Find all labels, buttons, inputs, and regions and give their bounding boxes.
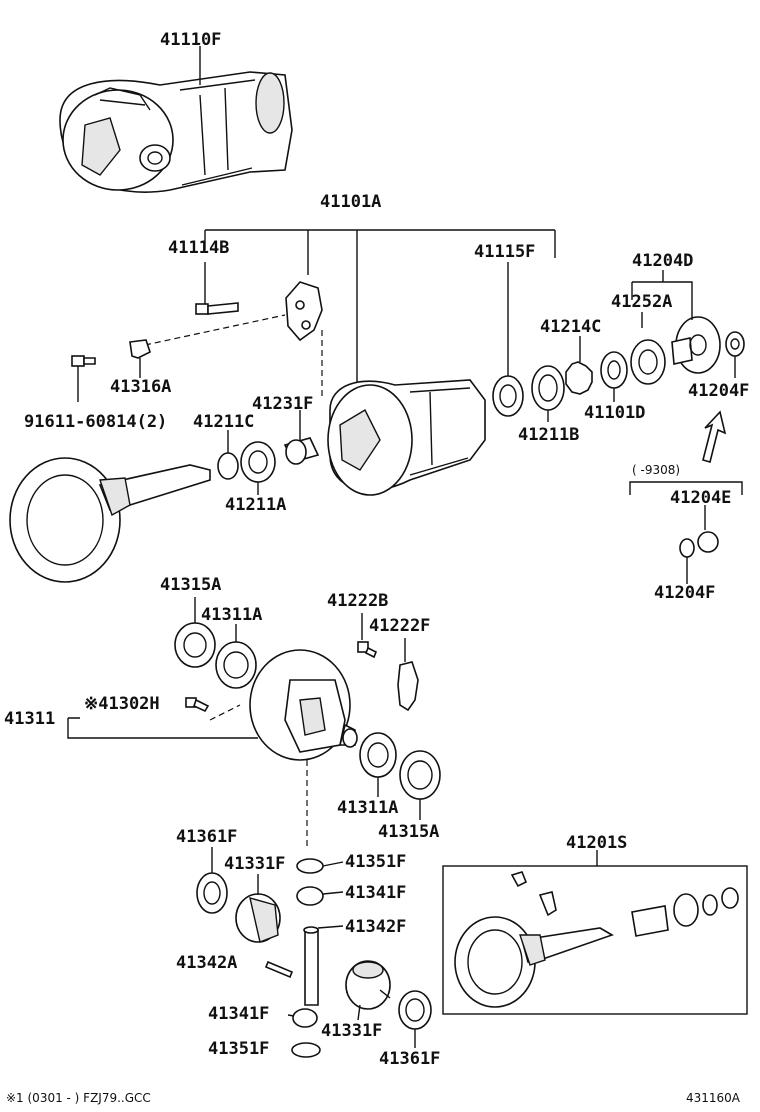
label-41351F-top: 41351F <box>345 852 406 872</box>
figure-code: 431160A <box>686 1091 741 1105</box>
label-41211B: 41211B <box>518 425 579 445</box>
label-41315A-bottom: 41315A <box>378 822 439 842</box>
nut-41204E-drawing <box>679 531 719 558</box>
label-41361F-bottom: 41361F <box>379 1049 440 1069</box>
label-41311: 41311 <box>4 709 55 729</box>
label-41331F-left: 41331F <box>224 854 285 874</box>
kit-box-41201S <box>442 865 748 1015</box>
washer-41351F-bottom-drawing <box>291 1042 321 1058</box>
label-41214C: 41214C <box>540 317 601 337</box>
label-41341F-top: 41341F <box>345 883 406 903</box>
label-41211A: 41211A <box>225 495 286 515</box>
label-41342A: 41342A <box>176 953 237 973</box>
label-41204F-bottom: 41204F <box>654 583 715 603</box>
label-41110F: 41110F <box>160 30 221 50</box>
label-41114B: 41114B <box>168 238 229 258</box>
bolt-41114B-drawing <box>195 262 239 315</box>
lock-washer-41214C-drawing <box>565 361 593 395</box>
dash-41302H <box>209 704 241 721</box>
dash-lockplate <box>144 314 286 346</box>
leader-41351F-top <box>322 861 344 867</box>
bracket-optional <box>629 481 743 495</box>
label-41115F: 41115F <box>474 242 535 262</box>
lock-plate-drawing <box>285 281 323 342</box>
washer-41211C-drawing <box>217 452 239 480</box>
label-41311A-bottom: 41311A <box>337 798 398 818</box>
label-41361F-left: 41361F <box>176 827 237 847</box>
bearing-41311A-drawing <box>215 641 257 689</box>
tab-41316A-drawing <box>129 339 151 359</box>
pinion-41341F-bottom-drawing <box>292 1008 318 1028</box>
label-41201S: 41201S <box>566 833 627 853</box>
pin-41342A-drawing <box>264 960 294 979</box>
shaft-41342F-drawing <box>303 926 319 1006</box>
washer-41351F-top-drawing <box>296 858 324 874</box>
bearing-41315A-drawing <box>174 622 216 668</box>
label-41331F-bottom: 41331F <box>321 1021 382 1041</box>
footer-note: ※1 (0301 - ) FZJ79..GCC <box>6 1091 151 1105</box>
nut-41204F-drawing <box>725 331 745 357</box>
bolt-41302H-drawing <box>185 697 210 713</box>
bolt-41222B-drawing <box>357 613 378 659</box>
bearing-41211B-drawing <box>531 365 565 411</box>
diff-case-drawing <box>249 649 358 761</box>
label-41302H: ※41302H <box>84 694 160 714</box>
label-date-range-9308: ( -9308) <box>632 463 680 477</box>
bolt-91611-drawing <box>71 355 96 402</box>
label-41222B: 41222B <box>327 591 388 611</box>
label-41252A: 41252A <box>611 292 672 312</box>
label-41204D: 41204D <box>632 251 693 271</box>
label-41351F-bottom: 41351F <box>208 1039 269 1059</box>
thrust-washer-41361F-drawing <box>196 872 228 914</box>
bearing-41252A-drawing <box>630 339 666 385</box>
carrier-assembly-drawing <box>59 71 293 193</box>
thrust-washer-41361F-bottom-drawing <box>398 990 432 1030</box>
side-gear-41331F-drawing <box>235 893 281 943</box>
bearing-41211A-drawing <box>240 441 276 483</box>
side-gear-41331F-bottom-drawing <box>345 960 391 1010</box>
leader-41342F <box>317 925 344 929</box>
label-41316A: 41316A <box>110 377 171 397</box>
label-41341F-bottom: 41341F <box>208 1004 269 1024</box>
differential-carrier-drawing <box>327 379 486 496</box>
label-41231F: 41231F <box>252 394 313 414</box>
arrow-up-icon <box>702 410 727 463</box>
label-41204E: 41204E <box>670 488 731 508</box>
label-41222F: 41222F <box>369 616 430 636</box>
bracket-41204D <box>631 270 693 320</box>
bracket-41311 <box>67 717 258 739</box>
flange-41204D-drawing <box>671 316 721 374</box>
lock-41222F-drawing <box>397 661 419 712</box>
leader-41341F-top <box>322 891 344 895</box>
label-41204F-top: 41204F <box>688 381 749 401</box>
label-41101A: 41101A <box>320 192 381 212</box>
oil-seal-41115F-drawing <box>492 375 524 417</box>
pinion-gear-drawing <box>9 457 211 583</box>
leader-41341F-bottom <box>287 1014 295 1017</box>
label-41342F: 41342F <box>345 917 406 937</box>
bearing-41311A-b-drawing <box>359 732 397 778</box>
leader-41331F-bottom <box>357 1004 361 1021</box>
kit-contents-drawing <box>454 871 739 1008</box>
bearing-41315A-b-drawing <box>399 750 441 800</box>
label-41101D: 41101D <box>584 403 645 423</box>
spacer-41231F-drawing <box>283 437 320 465</box>
label-41311A-top: 41311A <box>201 605 262 625</box>
nut-41101D-drawing <box>600 351 628 389</box>
label-41315A-top: 41315A <box>160 575 221 595</box>
label-91611-60814: 91611-60814(2) <box>24 412 167 432</box>
bracket-41101A <box>204 229 556 385</box>
label-41211C: 41211C <box>193 412 254 432</box>
pinion-41341F-top-drawing <box>296 886 324 906</box>
